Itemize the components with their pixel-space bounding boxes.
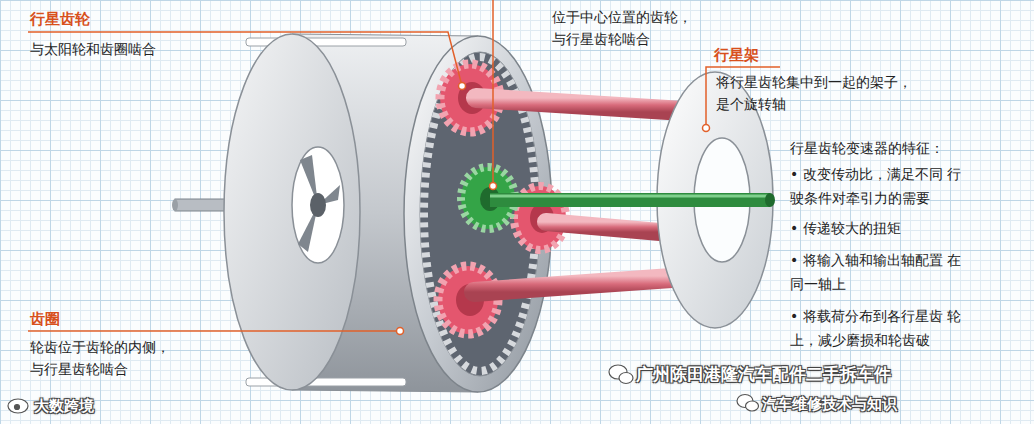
part-name: 行星架 (714, 46, 759, 64)
leader-line (492, 0, 494, 186)
carrier-pin (474, 276, 700, 292)
leader-dot (703, 125, 710, 132)
input-shaft (172, 199, 178, 211)
part-name: 齿圈 (30, 310, 60, 328)
part-description: 位于中心位置的齿轮， 与行星齿轮啮合 (552, 6, 700, 50)
part-description: 将行星齿轮集中到一起的架子， 是个旋转轴 (716, 71, 920, 115)
leader-line (28, 330, 400, 332)
leader-dot (397, 83, 710, 335)
watermark-icon (8, 399, 28, 413)
output-shaft (490, 193, 775, 207)
watermark: 汽车维修技术与知识 (762, 394, 897, 414)
carrier-pin (476, 98, 700, 112)
leader-dot (397, 328, 404, 335)
ring-gear-drum (224, 34, 360, 390)
part-name: 行星齿轮 (30, 10, 90, 28)
leader-line (28, 32, 462, 86)
leader-line (28, 0, 780, 331)
part-description: 轮齿位于齿轮的内侧， 与行星齿轮啮合 (30, 336, 178, 380)
watermark: 广州陈田港隆汽车配件二手拆车件 (636, 364, 891, 384)
feature-bullet: • 将载荷分布到各行星齿 轮上，减少磨损和轮齿破 (790, 304, 964, 352)
feature-bullet: • 传递较大的扭矩 (790, 216, 964, 240)
watermark-icon (15, 405, 20, 410)
output-shaft (765, 193, 775, 207)
leader-dot (459, 83, 466, 90)
feature-heading: 行星齿轮变速器的特征： (790, 136, 944, 160)
watermark: 大数跨境 (34, 396, 94, 416)
feature-bullet: • 改变传动比，满足不同 行驶条件对牵引力的需要 (790, 162, 964, 210)
carrier-pin (546, 222, 660, 232)
leader-dot (490, 183, 497, 190)
watermark-icon (746, 401, 759, 411)
feature-bullet: • 将输入轴和输出轴配置 在同一轴上 (790, 248, 964, 296)
watermark-icon (619, 373, 633, 384)
ring-gear-drum (310, 193, 326, 217)
output-shaft (490, 193, 770, 207)
part-description: 与太阳轮和齿圈啮合 (30, 38, 156, 60)
output-shaft (490, 195, 770, 198)
ring-gear-drum (292, 147, 344, 263)
